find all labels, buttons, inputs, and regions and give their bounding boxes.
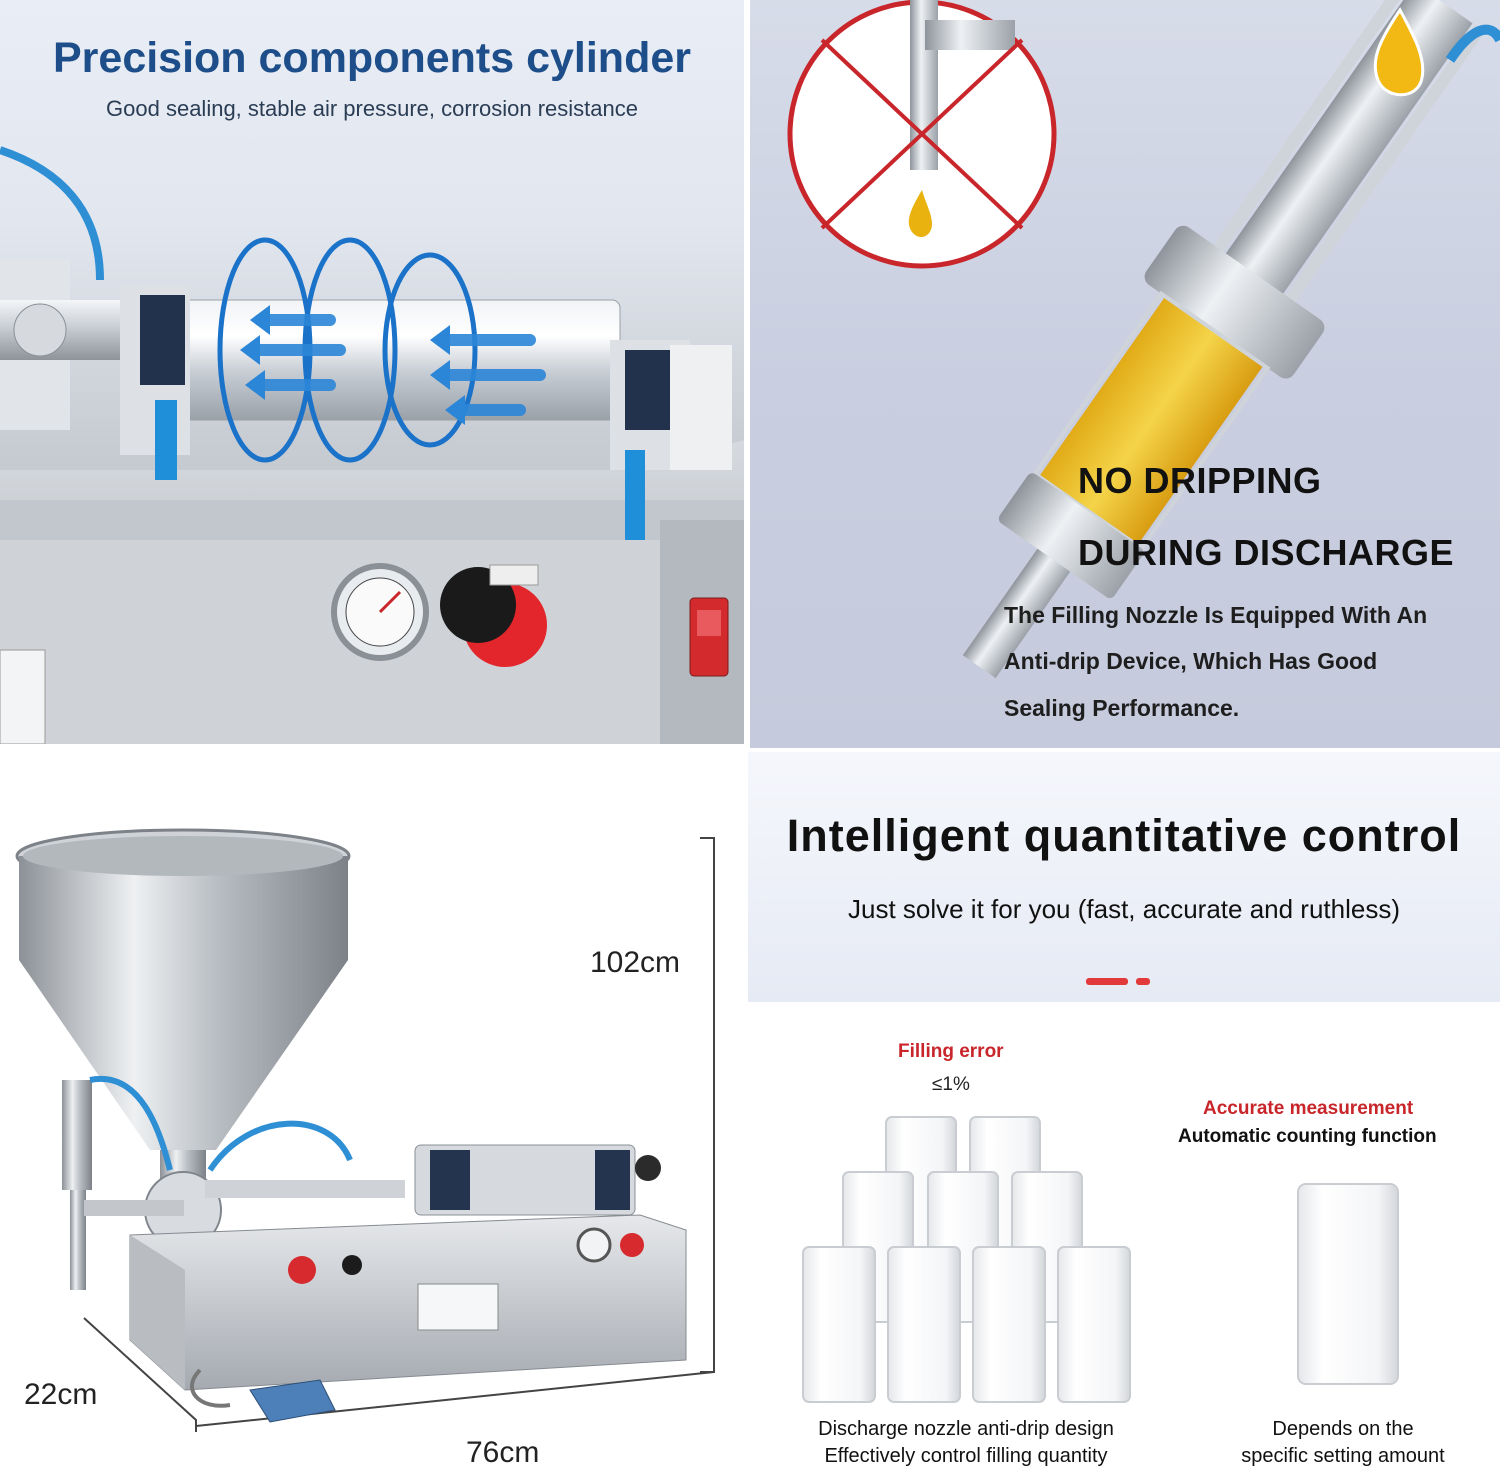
glass-group — [802, 1116, 1399, 1403]
nozzle-illustration — [787, 0, 1500, 679]
nozzle-body-line: The Filling Nozzle Is Equipped With An — [1004, 602, 1428, 628]
nozzle-heading-line1: NO DRIPPING — [1078, 460, 1322, 501]
glasses-illustration — [802, 978, 1399, 1403]
cylinder-illustration — [0, 146, 744, 744]
dimension-width: 76cm — [466, 1436, 540, 1469]
dimension-height: 102cm — [590, 946, 681, 979]
control-title: Intelligent quantitative control — [786, 810, 1462, 861]
control-header-band — [748, 752, 1500, 1002]
cylinder-subtitle: Good sealing, stable air pressure, corro… — [106, 96, 638, 121]
panel-dimensions: 102cm 22cm 76cm — [0, 750, 744, 1472]
filling-machine-illustration — [15, 828, 715, 1432]
panel-nozzle: NO DRIPPING DURING DISCHARGE The Filling… — [750, 0, 1500, 748]
caption-left-line1: Discharge nozzle anti-drip design — [818, 1418, 1114, 1440]
automatic-counting-label: Automatic counting function — [1178, 1126, 1437, 1147]
nozzle-body-line: Sealing Performance. — [1004, 695, 1240, 721]
caption-right-line2: specific setting amount — [1241, 1445, 1445, 1467]
caption-left-line2: Effectively control filling quantity — [824, 1445, 1108, 1467]
accurate-measurement-label: Accurate measurement — [1203, 1098, 1414, 1119]
dimension-depth: 22cm — [24, 1378, 98, 1411]
nozzle-body-line: Anti-drip Device, Which Has Good — [1004, 648, 1378, 674]
control-subtitle: Just solve it for you (fast, accurate an… — [847, 894, 1401, 924]
nozzle-heading-line2: DURING DISCHARGE — [1078, 532, 1455, 573]
panel-quantitative-control: Intelligent quantitative control Just so… — [748, 752, 1500, 1472]
caption-right-line1: Depends on the — [1272, 1418, 1414, 1440]
filling-error-label: Filling error — [898, 1041, 1004, 1062]
panel-cylinder: Precision components cylinder Good seali… — [0, 0, 744, 744]
filling-error-value: ≤1% — [932, 1074, 970, 1095]
cylinder-title: Precision components cylinder — [52, 34, 691, 82]
